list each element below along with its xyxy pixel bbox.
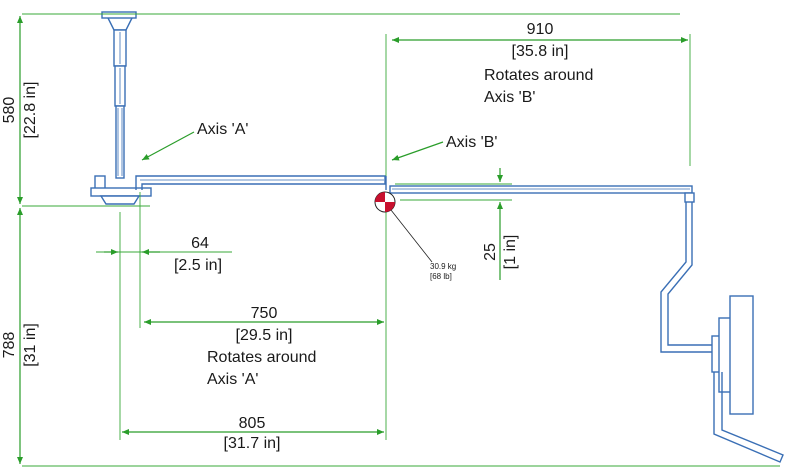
monitor-mount [660, 202, 784, 463]
second-arm [389, 185, 695, 203]
dim-64-inch: [2.5 in] [174, 257, 222, 274]
dim-25-value: 25 [482, 243, 499, 261]
dim-805-value: 805 [239, 415, 266, 432]
dim-788-value: 788 [1, 332, 18, 359]
cog-leader [390, 209, 433, 263]
dim-25-inch: [1 in] [502, 235, 519, 270]
dim-750-inch: [29.5 in] [236, 327, 293, 344]
dim-910-value: 910 [527, 21, 554, 38]
dim-750-note-line2: Axis 'A' [207, 371, 258, 388]
axis-a-label: Axis 'A' [197, 121, 248, 138]
extension-lines [22, 13, 780, 467]
dim-580-value: 580 [1, 97, 18, 124]
ceiling-mount [101, 11, 137, 107]
axis-a-hub [90, 175, 152, 205]
dim-lines [17, 16, 688, 464]
dim-580-inch: [22.8 in] [22, 82, 39, 139]
vertical-column [115, 105, 125, 179]
dim-788-inch: [31 in] [22, 323, 39, 367]
dim-750-value: 750 [251, 305, 278, 322]
axis-b-label: Axis 'B' [446, 134, 497, 151]
dim-750-note-line1: Rotates around [207, 349, 316, 366]
dim-910-note-line1: Rotates around [484, 67, 593, 84]
dim-64-value: 64 [191, 235, 209, 252]
center-of-gravity-symbol [374, 191, 396, 213]
cog-weight-lb: [68 lb] [430, 272, 452, 281]
cog-weight-kg: 30.9 kg [430, 262, 456, 271]
dim-805-inch: [31.7 in] [224, 435, 281, 452]
dim-910-note-line2: Axis 'B' [484, 89, 535, 106]
first-arm [135, 175, 386, 190]
dim-910-inch: [35.8 in] [512, 43, 569, 60]
